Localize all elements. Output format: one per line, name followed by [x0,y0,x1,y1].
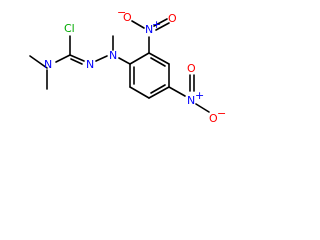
atom-o-top-left: O [123,11,132,24]
atom-n-azo-1: N [86,58,94,71]
charge-o-top-left: − [117,6,126,19]
ring-bond-1 [129,52,150,65]
bond-c-n-double-1 [69,54,85,62]
ring-bond-4 [148,86,170,99]
bond-nitro-top-o-right-1 [153,18,168,27]
charge-o-bottom-down: − [217,107,226,120]
bond-n-to-carbon [55,54,71,63]
charge-n-nitro-top: + [152,18,161,31]
atom-n-nitro-top: N [145,23,153,36]
bond-n-n [95,55,108,62]
bond-nitro-top-o-left [131,20,145,29]
ring-bond-5 [129,86,150,99]
bond-ring-nitro-bottom [168,86,186,97]
atom-o-bottom-up: O [187,62,196,75]
atom-cl: Cl [64,22,75,35]
ring-inner-2 [150,84,166,94]
bond-n-aryl [118,57,131,65]
atom-o-top-right: O [168,12,177,25]
ring-inner-1 [150,57,166,67]
structure-diagram: Cl N N N N + O − O N + O O − [29,6,226,125]
atom-o-bottom-down: O [209,112,218,125]
ring-bond-2 [148,52,170,65]
atom-n-amide: N [44,58,52,71]
bond-c-n-double-2 [70,58,83,65]
bond-nme-methyl-up [29,55,48,69]
charge-n-nitro-bottom: + [195,89,204,102]
atom-n-nitro-bottom: N [187,94,195,107]
bonds [29,18,210,113]
bond-nitro-top-o-right-2 [155,22,170,31]
atom-labels: Cl N N N N + O − O N + O O − [44,6,226,125]
atom-n-azo-2: N [109,49,117,62]
bond-nitro-bottom-o-down [195,103,210,113]
